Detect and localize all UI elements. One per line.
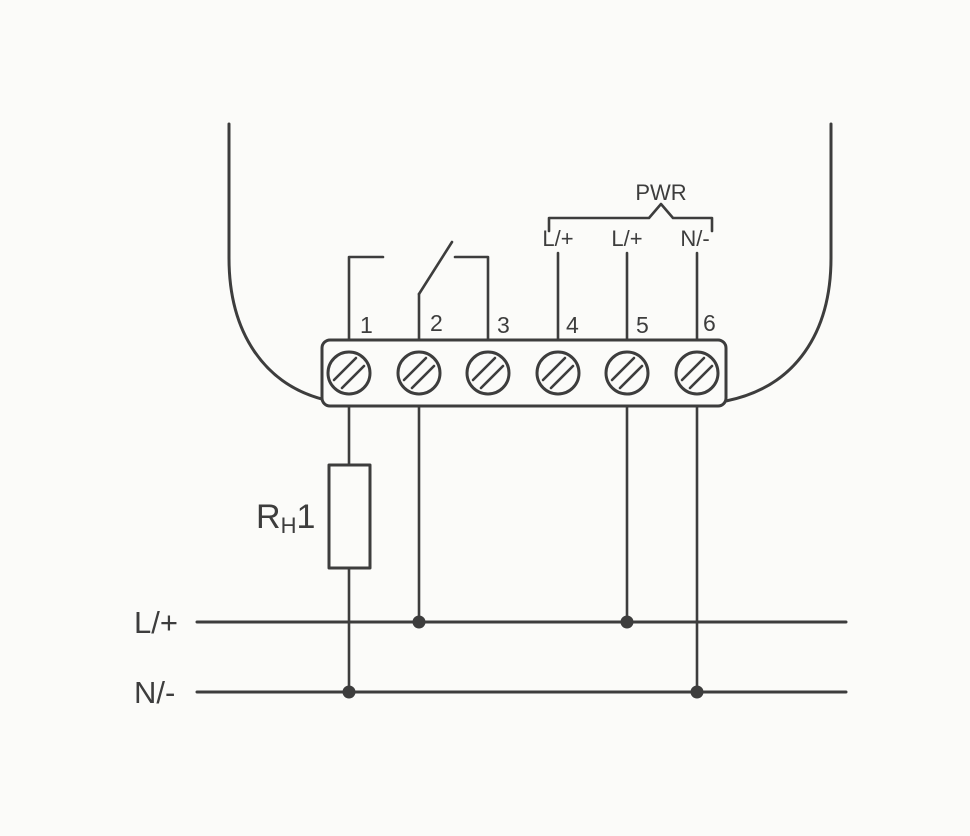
- terminal-block: [320, 338, 728, 408]
- terminal-number-2: 2: [430, 310, 443, 336]
- terminal-number-4: 4: [566, 312, 579, 338]
- resistor-label-r: R: [256, 498, 281, 536]
- junction-dot-t6-nminus: [690, 685, 704, 699]
- screw-circle: [465, 350, 511, 396]
- wire-terminal1-up: [347, 255, 385, 375]
- screw-slot: [680, 356, 706, 382]
- screw-circle: [535, 350, 581, 396]
- screw-slot: [549, 364, 575, 390]
- terminal-number-5: 5: [636, 312, 649, 338]
- resistor-body: [327, 463, 372, 570]
- terminal-screw-6: [674, 350, 720, 396]
- junction-dot-resistor-nminus: [342, 685, 356, 699]
- screw-circle: [326, 350, 372, 396]
- screw-circle: [396, 350, 442, 396]
- terminal5-label: L/+: [611, 226, 642, 251]
- resistor-label: RH1: [256, 498, 315, 538]
- wire-terminal3-up: [453, 255, 490, 375]
- pwr-label: PWR: [635, 180, 686, 205]
- terminal4-label: L/+: [542, 226, 573, 251]
- junction-dot-t5-lplus: [620, 615, 634, 629]
- terminal6-label: N/-: [680, 226, 709, 251]
- bus-label-lplus: L/+: [134, 605, 178, 640]
- screw-slot: [471, 356, 497, 382]
- screw-slot: [688, 364, 714, 390]
- terminal-number-1: 1: [360, 312, 373, 338]
- bus-label-nminus: N/-: [134, 675, 175, 710]
- pwr-bracket: [547, 202, 714, 233]
- screw-slot: [541, 356, 567, 382]
- screw-slot: [332, 356, 358, 382]
- terminal-screw-1: [326, 350, 372, 396]
- screw-slot: [610, 356, 636, 382]
- screw-slot: [402, 356, 428, 382]
- terminal-screw-5: [604, 350, 650, 396]
- housing-left-outline: [227, 122, 332, 403]
- resistor-label-suffix: 1: [296, 498, 315, 536]
- resistor-label-sub: H: [281, 513, 297, 538]
- screw-circle: [604, 350, 650, 396]
- terminal-number-6: 6: [703, 310, 716, 336]
- terminal-screw-3: [465, 350, 511, 396]
- switch-contact-blade: [417, 240, 454, 296]
- screw-circle: [674, 350, 720, 396]
- screw-slot: [618, 364, 644, 390]
- junction-dot-t2-lplus: [412, 615, 426, 629]
- screw-slot: [340, 364, 366, 390]
- terminal-number-3: 3: [497, 312, 510, 338]
- terminal-screw-2: [396, 350, 442, 396]
- screw-slot: [479, 364, 505, 390]
- screw-slot: [410, 364, 436, 390]
- terminal-screw-4: [535, 350, 581, 396]
- housing-right-outline: [724, 122, 833, 403]
